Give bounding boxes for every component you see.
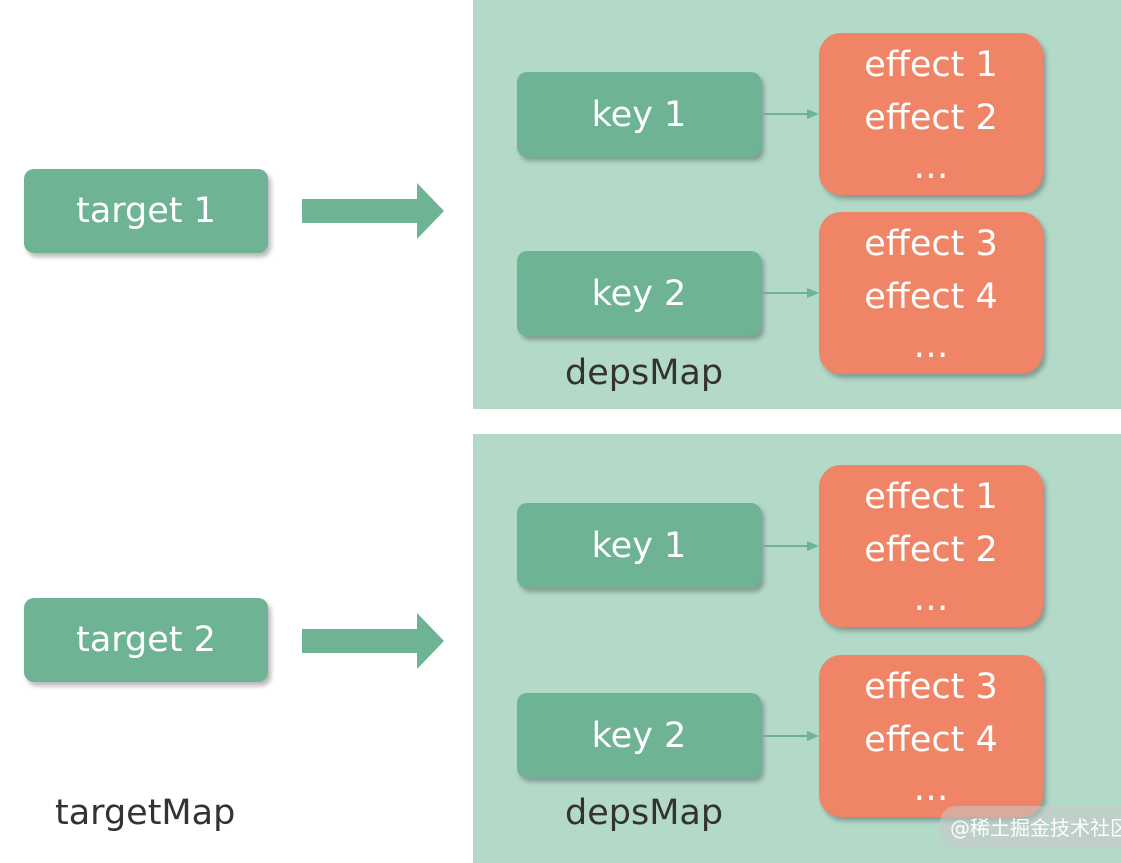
deps-map-1-label: depsMap <box>565 353 724 393</box>
deps-map-2-key-1-arrow <box>763 541 819 551</box>
effect-item: effect 3 <box>864 666 998 707</box>
effect-item: effect 4 <box>864 276 998 317</box>
target-map-label: targetMap <box>55 793 236 833</box>
key-label: key 1 <box>591 94 687 135</box>
target-2-label: target 2 <box>76 620 216 660</box>
target-1-arrow <box>302 183 444 239</box>
key-label: key 2 <box>591 273 687 314</box>
deps-map-1-key-2-arrow <box>763 288 819 298</box>
deps-map-2-effects-1: effect 1 effect 2 … <box>819 465 1043 627</box>
effect-ellipsis: … <box>913 768 949 809</box>
effect-item: effect 1 <box>864 476 998 517</box>
key-label: key 2 <box>591 715 687 756</box>
deps-map-1-panel: key 1 effect 1 effect 2 … key 2 effect 3… <box>473 0 1121 409</box>
effect-ellipsis: … <box>913 578 949 619</box>
target-1-label: target 1 <box>76 191 216 231</box>
target-1-box: target 1 <box>24 169 268 253</box>
deps-map-1-effects-2: effect 3 effect 4 … <box>819 212 1043 374</box>
effect-item: effect 3 <box>864 223 998 264</box>
deps-map-2-effects-2: effect 3 effect 4 … <box>819 655 1043 817</box>
effect-item: effect 1 <box>864 44 998 85</box>
effect-item: effect 2 <box>864 529 998 570</box>
target-2-box: target 2 <box>24 598 268 682</box>
deps-map-2-key-2-arrow <box>763 731 819 741</box>
effect-ellipsis: … <box>913 325 949 366</box>
deps-map-2-panel: key 1 effect 1 effect 2 … key 2 effect 3… <box>473 434 1121 863</box>
deps-map-1-key-1-arrow <box>763 109 819 119</box>
deps-map-1-effects-1: effect 1 effect 2 … <box>819 33 1043 195</box>
deps-map-1-key-1: key 1 <box>517 72 761 157</box>
deps-map-2-key-1: key 1 <box>517 503 761 588</box>
effect-item: effect 2 <box>864 97 998 138</box>
deps-map-1-key-2: key 2 <box>517 251 761 336</box>
key-label: key 1 <box>591 525 687 566</box>
deps-map-2-key-2: key 2 <box>517 693 761 778</box>
target-2-arrow <box>302 613 444 669</box>
effect-item: effect 4 <box>864 719 998 760</box>
deps-map-2-label: depsMap <box>565 793 724 833</box>
effect-ellipsis: … <box>913 146 949 187</box>
watermark: @稀土掘金技术社区 <box>940 806 1121 847</box>
